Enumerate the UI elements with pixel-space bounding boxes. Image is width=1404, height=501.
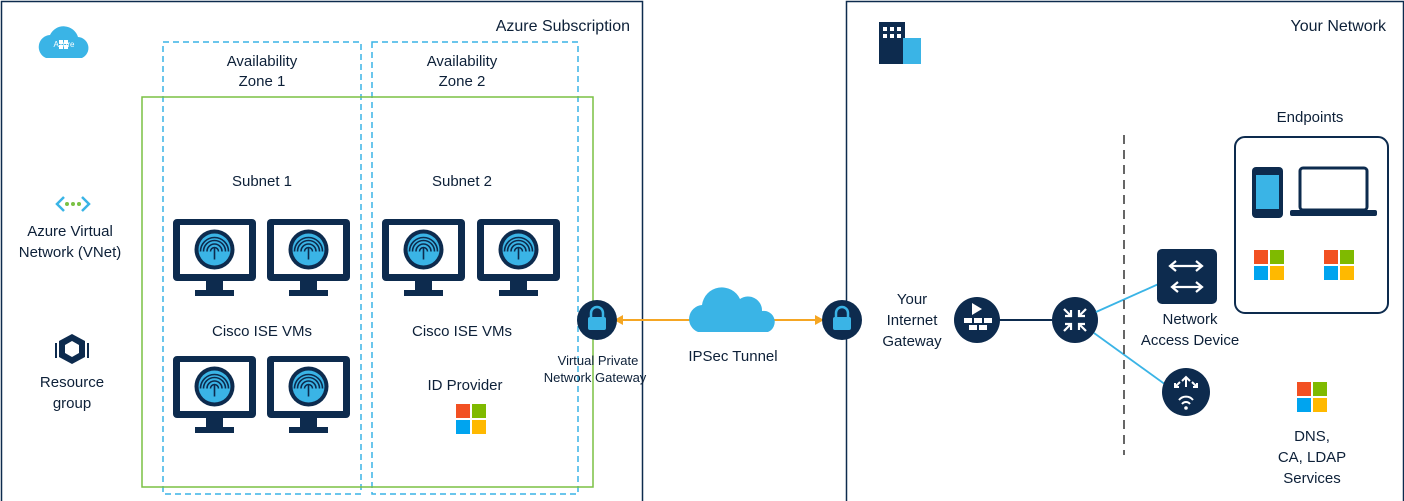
laptop-icon	[1290, 166, 1377, 216]
zone-1-label-line2: Zone 1	[238, 73, 286, 90]
ise-vms-1-label: Cisco ISE VMs	[211, 323, 313, 340]
ise-vm-monitor-icon	[477, 219, 560, 296]
subnet-2-label: Subnet 2	[431, 173, 493, 190]
vnet-label-line1: Azure Virtual	[27, 223, 113, 240]
azure-subscription-title: Azure Subscription	[495, 18, 630, 35]
wireless-access-point-icon	[1162, 368, 1210, 416]
gateway-label-line1: Your	[896, 291, 928, 308]
resource-group-label-line2: group	[52, 395, 92, 412]
tunnel-cloud-icon	[689, 287, 775, 332]
tunnel-arrow-right	[815, 315, 824, 325]
subnet-1-label: Subnet 1	[231, 173, 293, 190]
vnet-box	[141, 96, 594, 488]
availability-zone-2-box	[371, 41, 579, 495]
dns-label-line1: DNS,	[1294, 428, 1330, 445]
router-icon	[1052, 297, 1098, 343]
firewall-icon	[954, 297, 1052, 343]
ise-vm-monitor-icon	[173, 219, 256, 296]
ise-vms-2-label: Cisco ISE VMs	[411, 323, 513, 340]
vpn-gateway-lock-icon	[577, 300, 617, 340]
zone-2-label-line2: Zone 2	[438, 73, 486, 90]
gateway-label-line2: Internet	[886, 312, 938, 329]
resource-group-icon	[55, 334, 89, 364]
vnet-label-line2: Network (VNet)	[18, 244, 122, 261]
tunnel-arrow-left	[614, 315, 623, 325]
nad-label-line2: Access Device	[1140, 332, 1240, 349]
dns-label-line3: Services	[1283, 470, 1341, 487]
vnet-icon	[55, 196, 91, 212]
smartphone-icon	[1252, 167, 1283, 218]
id-provider-logo-icon	[456, 404, 486, 434]
endpoint-windows-icon-2	[1324, 250, 1354, 280]
building-icon	[879, 22, 921, 64]
vpn-gateway-label-line2: Network Gateway	[543, 370, 647, 385]
dns-label-line2: CA, LDAP	[1277, 449, 1347, 466]
zone-1-label-line1: Availability	[226, 53, 298, 70]
dns-services-logo-icon	[1297, 382, 1327, 412]
vpn-gateway-label-line1: Virtual Private	[557, 353, 639, 368]
your-network-title: Your Network	[1290, 18, 1386, 35]
azure-cloud-badge: Azure	[53, 40, 75, 49]
ise-vm-monitor-icon	[173, 356, 256, 433]
network-access-device-icon	[1157, 249, 1217, 304]
gateway-label-line3: Gateway	[882, 333, 942, 350]
endpoint-windows-icon-1	[1254, 250, 1284, 280]
ipsec-tunnel-label: IPSec Tunnel	[688, 348, 778, 365]
internet-gateway-lock-icon	[822, 300, 862, 340]
ise-vm-monitor-icon	[267, 356, 350, 433]
ise-vm-monitor-icon	[382, 219, 465, 296]
azure-cloud-icon	[38, 26, 89, 58]
endpoints-box	[1234, 136, 1389, 314]
ise-vm-monitors	[173, 219, 560, 433]
azure-subscription-frame	[0, 0, 644, 501]
resource-group-label-line1: Resource	[39, 374, 105, 391]
zone-2-label-line1: Availability	[426, 53, 498, 70]
ise-vm-monitor-icon	[267, 219, 350, 296]
id-provider-label: ID Provider	[427, 377, 503, 394]
nad-label-line1: Network	[1162, 311, 1218, 328]
availability-zone-1-box	[162, 41, 362, 495]
endpoints-label: Endpoints	[1276, 109, 1344, 126]
